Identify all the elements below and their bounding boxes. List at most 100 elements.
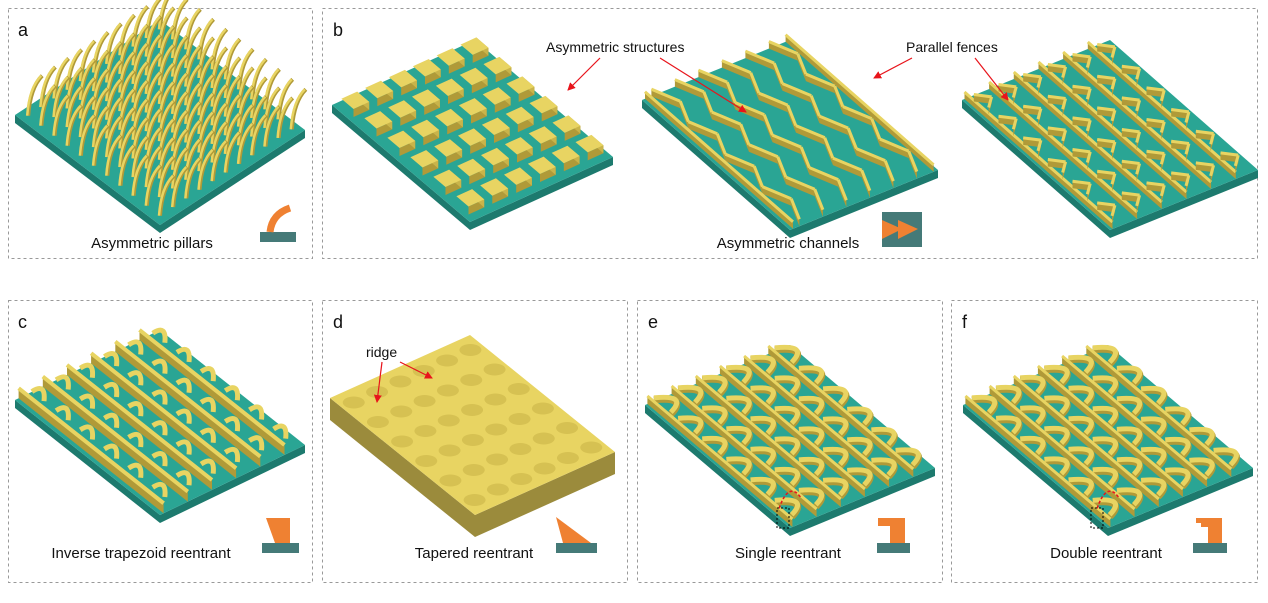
arrow-annotation xyxy=(399,361,433,379)
pillar xyxy=(118,126,135,168)
chevron-structure xyxy=(855,147,886,163)
pillar xyxy=(65,104,82,146)
pillar xyxy=(131,154,148,196)
chevron-structure xyxy=(795,124,826,140)
hook-structure xyxy=(1135,163,1142,175)
reentrant-u-structure xyxy=(1044,364,1070,384)
substrate-side xyxy=(963,405,1108,536)
hook-structure xyxy=(1061,98,1068,110)
substrate-side xyxy=(470,157,613,230)
reentrant-u-structure xyxy=(798,487,825,507)
reentrant-rail xyxy=(694,374,842,501)
pillar xyxy=(184,157,201,199)
reentrant-rail xyxy=(671,386,817,517)
chevron-structure xyxy=(688,121,718,141)
pillar xyxy=(170,147,188,189)
reentrant-arch xyxy=(223,416,241,432)
asymmetric-block xyxy=(481,147,509,166)
chevron-structure xyxy=(749,72,761,94)
pillar xyxy=(118,88,135,130)
reentrant-u-structure xyxy=(1116,487,1143,507)
hook-structure xyxy=(1072,179,1091,185)
reentrant-arch xyxy=(78,362,96,379)
hook-structure xyxy=(973,93,992,99)
hook-structure xyxy=(1061,129,1068,142)
pillar xyxy=(184,27,201,69)
hook-structure xyxy=(1159,184,1166,197)
pillar xyxy=(91,106,109,148)
double-reentrant-icon xyxy=(1193,518,1227,553)
pillar xyxy=(223,75,240,117)
asymmetric-block xyxy=(483,56,512,75)
tapered-cavity xyxy=(391,435,414,448)
chevron-structure xyxy=(748,144,778,164)
reentrant-u-structure xyxy=(971,394,998,414)
pillar xyxy=(91,31,109,73)
reentrant-arch xyxy=(175,346,192,363)
hook-structure xyxy=(1135,99,1142,112)
hook-structure xyxy=(1072,84,1091,90)
hook-structure xyxy=(1121,64,1140,70)
curved-pillar-icon xyxy=(260,204,296,242)
reentrant-u-structure xyxy=(774,497,801,517)
hook-structure xyxy=(1110,109,1117,122)
pillar xyxy=(52,94,69,136)
tapered-cavity xyxy=(485,423,508,436)
tapered-cavity xyxy=(531,402,554,415)
pillar xyxy=(250,95,267,137)
chevron-structure xyxy=(687,120,718,136)
pillar xyxy=(91,124,109,166)
pillar xyxy=(276,78,293,120)
asymmetric-block xyxy=(389,69,417,88)
chevron-structure xyxy=(678,100,690,123)
caption-b: Asymmetric channels xyxy=(717,235,860,252)
panel-b xyxy=(322,8,1258,259)
chevron-structure xyxy=(809,95,821,117)
caption-c: Inverse trapezoid reentrant xyxy=(51,545,231,562)
hook-structure xyxy=(1085,88,1092,100)
hook-structure xyxy=(1096,138,1116,144)
chevron-structure xyxy=(697,68,728,84)
hook-structure xyxy=(1184,174,1191,187)
pillar xyxy=(263,105,280,147)
parallel-fence xyxy=(1062,50,1213,184)
pillar xyxy=(197,148,214,190)
chevron-structure xyxy=(772,135,802,155)
annotation-ridge: ridge xyxy=(366,344,397,360)
pillar xyxy=(170,128,188,170)
hook-structure xyxy=(1159,153,1166,165)
hook-structure xyxy=(1085,151,1092,163)
panel-c xyxy=(8,300,313,583)
reentrant-u-structure xyxy=(1165,406,1191,426)
tapered-cavity xyxy=(414,425,437,437)
tapered-cavity xyxy=(439,474,462,487)
pillar xyxy=(223,131,240,173)
substrate-top xyxy=(962,40,1258,230)
hook-structure xyxy=(1096,201,1116,207)
pillar xyxy=(236,122,254,164)
reentrant-u-structure xyxy=(750,476,776,496)
pillar xyxy=(197,111,214,153)
asymmetric-block xyxy=(459,67,488,86)
pillar xyxy=(118,14,135,56)
asymmetric-block xyxy=(365,80,394,99)
caption-d: Tapered reentrant xyxy=(415,545,534,562)
reentrant-u-structure xyxy=(726,425,752,445)
reentrant-u-structure xyxy=(1140,416,1167,436)
reentrant-u-structure xyxy=(726,364,752,384)
reentrant-rail xyxy=(670,384,818,511)
chevron-structure xyxy=(836,179,848,201)
chevron-structure xyxy=(883,160,895,182)
reentrant-u-structure xyxy=(847,436,873,456)
reentrant-u-structure xyxy=(1068,354,1094,374)
tapered-cavity xyxy=(415,455,438,467)
reentrant-u-structure xyxy=(750,415,776,435)
reentrant-u-structure xyxy=(750,354,776,374)
hook-structure xyxy=(1159,89,1166,102)
reentrant-u-structure xyxy=(822,416,849,436)
reentrant-arch xyxy=(248,435,265,451)
asymmetric-block xyxy=(436,48,465,66)
asymmetric-block xyxy=(482,87,511,105)
chevron-structure xyxy=(796,53,808,75)
